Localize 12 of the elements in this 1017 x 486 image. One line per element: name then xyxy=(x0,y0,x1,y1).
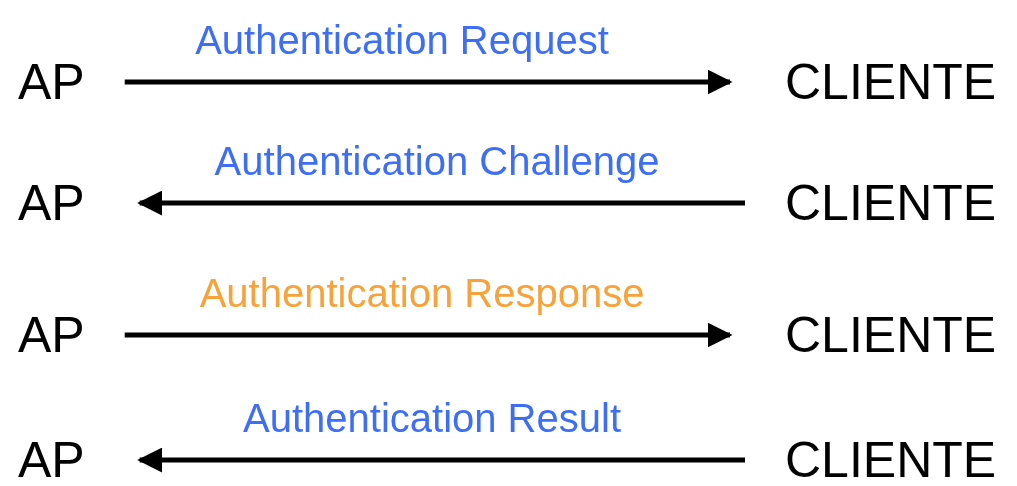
arrow xyxy=(137,190,745,216)
participant-label: AP xyxy=(18,435,85,485)
participant-label: CLIENTE xyxy=(785,435,997,485)
participant-label: AP xyxy=(18,178,85,228)
participant-label: CLIENTE xyxy=(785,57,997,107)
arrow xyxy=(137,447,745,473)
participant-label: AP xyxy=(18,310,85,360)
arrow xyxy=(124,322,733,348)
participant-label: CLIENTE xyxy=(785,310,997,360)
participant-label: CLIENTE xyxy=(785,178,997,228)
arrow xyxy=(124,69,733,95)
participant-label: AP xyxy=(18,57,85,107)
